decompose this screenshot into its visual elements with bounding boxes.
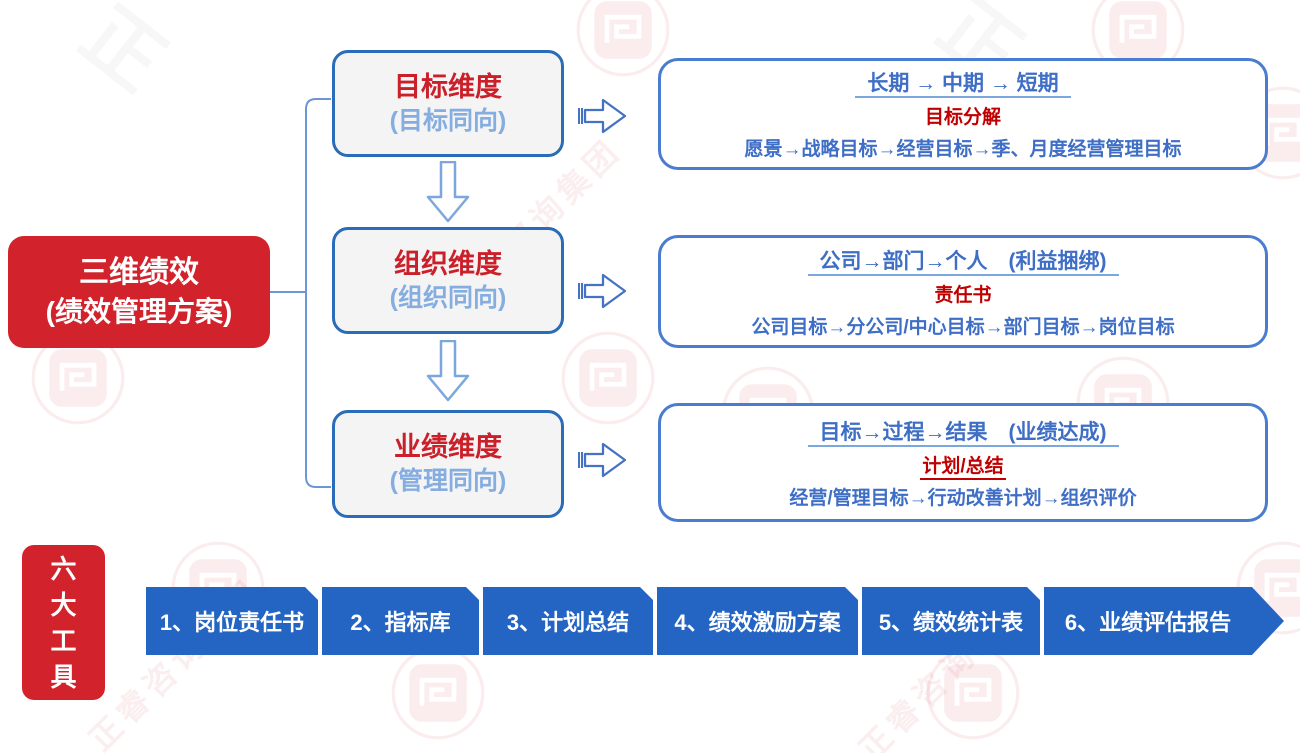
detail-box-goal: 长期 → 中期 → 短期 目标分解 愿景→战略目标→经营目标→季、月度经营管理目…: [658, 58, 1268, 170]
dimension-title: 组织维度: [394, 248, 502, 279]
detail-line1: 目标→过程→结果 (业绩达成): [807, 416, 1119, 447]
dimension-title: 目标维度: [394, 71, 502, 102]
detail-line2: 责任书: [934, 284, 992, 306]
six-tools-label: 六 大 工 具: [22, 545, 105, 700]
root-subtitle: (绩效管理方案): [45, 296, 233, 328]
tool-item-5: 5、绩效统计表: [862, 587, 1040, 655]
dimension-title: 业绩维度: [394, 432, 502, 463]
dimension-subtitle: (组织同向): [389, 283, 507, 312]
tool-item-3: 3、计划总结: [483, 587, 653, 655]
detail-box-organization: 公司→部门→个人 (利益捆绑) 责任书 公司目标→分公司/中心目标→部门目标→岗…: [658, 235, 1268, 348]
flow-arrow-down-icon: [426, 340, 470, 402]
root-title: 三维绩效: [79, 255, 199, 289]
detail-line1: 长期 → 中期 → 短期: [855, 67, 1071, 98]
detail-line1: 公司→部门→个人 (利益捆绑): [807, 245, 1119, 276]
tool-item-4: 4、绩效激励方案: [657, 587, 858, 655]
root-box: 三维绩效 (绩效管理方案): [8, 236, 270, 348]
dimension-subtitle: (目标同向): [389, 106, 507, 135]
detail-box-performance: 目标→过程→结果 (业绩达成) 计划/总结 经营/管理目标→行动改善计划→组织评…: [658, 403, 1268, 522]
detail-line3: 经营/管理目标→行动改善计划→组织评价: [789, 487, 1137, 509]
dimension-box-performance: 业绩维度 (管理同向): [332, 410, 564, 518]
flow-arrow-right-icon: [578, 98, 627, 134]
tool-item-1: 1、岗位责任书: [146, 587, 318, 655]
detail-line2: 计划/总结: [920, 451, 1006, 480]
detail-line2: 目标分解: [924, 107, 1001, 128]
flow-arrow-right-icon: [578, 273, 627, 309]
detail-line3: 愿景→战略目标→经营目标→季、月度经营管理目标: [744, 139, 1182, 160]
tool-item-2: 2、指标库: [322, 587, 479, 655]
dimension-subtitle: (管理同向): [389, 467, 507, 496]
dimension-box-goal: 目标维度 (目标同向): [332, 50, 564, 157]
tool-item-6: 6、业绩评估报告: [1044, 587, 1284, 655]
flow-arrow-down-icon: [426, 161, 470, 223]
dimension-box-organization: 组织维度 (组织同向): [332, 227, 564, 334]
flow-arrow-right-icon: [578, 442, 627, 478]
detail-line3: 公司目标→分公司/中心目标→部门目标→岗位目标: [751, 316, 1175, 338]
